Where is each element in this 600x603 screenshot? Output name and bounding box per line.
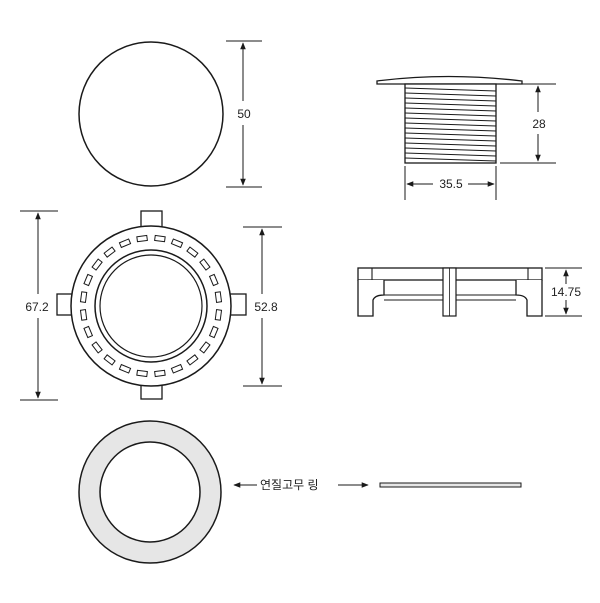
thread-line (404, 112, 497, 117)
flange-slot (154, 234, 166, 243)
thread-line (404, 107, 497, 112)
flange-slot (79, 291, 88, 303)
thread-line (404, 127, 497, 132)
thread-height-label: 28 (532, 117, 546, 131)
thread-line (404, 102, 497, 107)
thread-line (404, 142, 497, 147)
flange-diameter-label: 67.2 (25, 300, 49, 314)
flange-height-label: 14.75 (551, 285, 581, 299)
thread-line (404, 147, 497, 152)
thread-width-dimension: 35.5 (404, 166, 497, 200)
thread-line (404, 92, 497, 97)
rubber-ring-label: 연질고무 링 (260, 478, 319, 492)
rubber-ring-side-view (379, 482, 522, 488)
inner-diameter-dimension: 52.8 (243, 226, 282, 387)
flange-slot (170, 238, 184, 249)
flange-slots (79, 234, 223, 378)
flange-slot (214, 291, 223, 303)
flange-slot (103, 246, 116, 258)
flange-slot (79, 309, 88, 321)
flange-slot (118, 363, 132, 374)
flange-slot (83, 273, 94, 287)
flange-height-dimension: 14.75 (545, 267, 582, 317)
flange-slot (208, 273, 219, 287)
inner-diameter-label: 52.8 (254, 300, 278, 314)
flange-slot (91, 258, 103, 271)
cap-top-view (78, 41, 224, 187)
flange-slot (103, 354, 116, 366)
thread-line (404, 87, 497, 92)
thread-line (404, 152, 497, 157)
flange-slot (83, 325, 94, 339)
thread-line (404, 157, 497, 162)
flange-slot (199, 258, 211, 271)
flange-diameter-dimension: 67.2 (20, 210, 58, 401)
thread-line (404, 122, 497, 127)
thread-line (404, 97, 497, 102)
thread-line (404, 137, 497, 142)
thread-height-dimension: 28 (500, 83, 556, 164)
rubber-ring-callout: 연질고무 링 (233, 478, 369, 492)
flange-slot (91, 341, 103, 354)
flange-slot (170, 363, 184, 374)
flange-slot (136, 234, 148, 243)
flange-slot (186, 354, 199, 366)
flange-slot (186, 246, 199, 258)
thread-lines (404, 87, 497, 162)
flange-top-view (56, 210, 247, 400)
thread-width-label: 35.5 (439, 177, 463, 191)
flange-slot (154, 369, 166, 378)
flange-slot (208, 325, 219, 339)
thread-line (404, 117, 497, 122)
cap-diameter-label: 50 (237, 107, 251, 121)
flange-slot (118, 238, 132, 249)
flange-slot (136, 369, 148, 378)
flange-slot (214, 309, 223, 321)
flange-side-section (357, 267, 543, 317)
flange-slot (199, 341, 211, 354)
thread-line (404, 132, 497, 137)
rubber-ring-top-view (78, 420, 222, 564)
threaded-side-view (376, 75, 523, 164)
cap-diameter-dimension: 50 (226, 40, 262, 188)
